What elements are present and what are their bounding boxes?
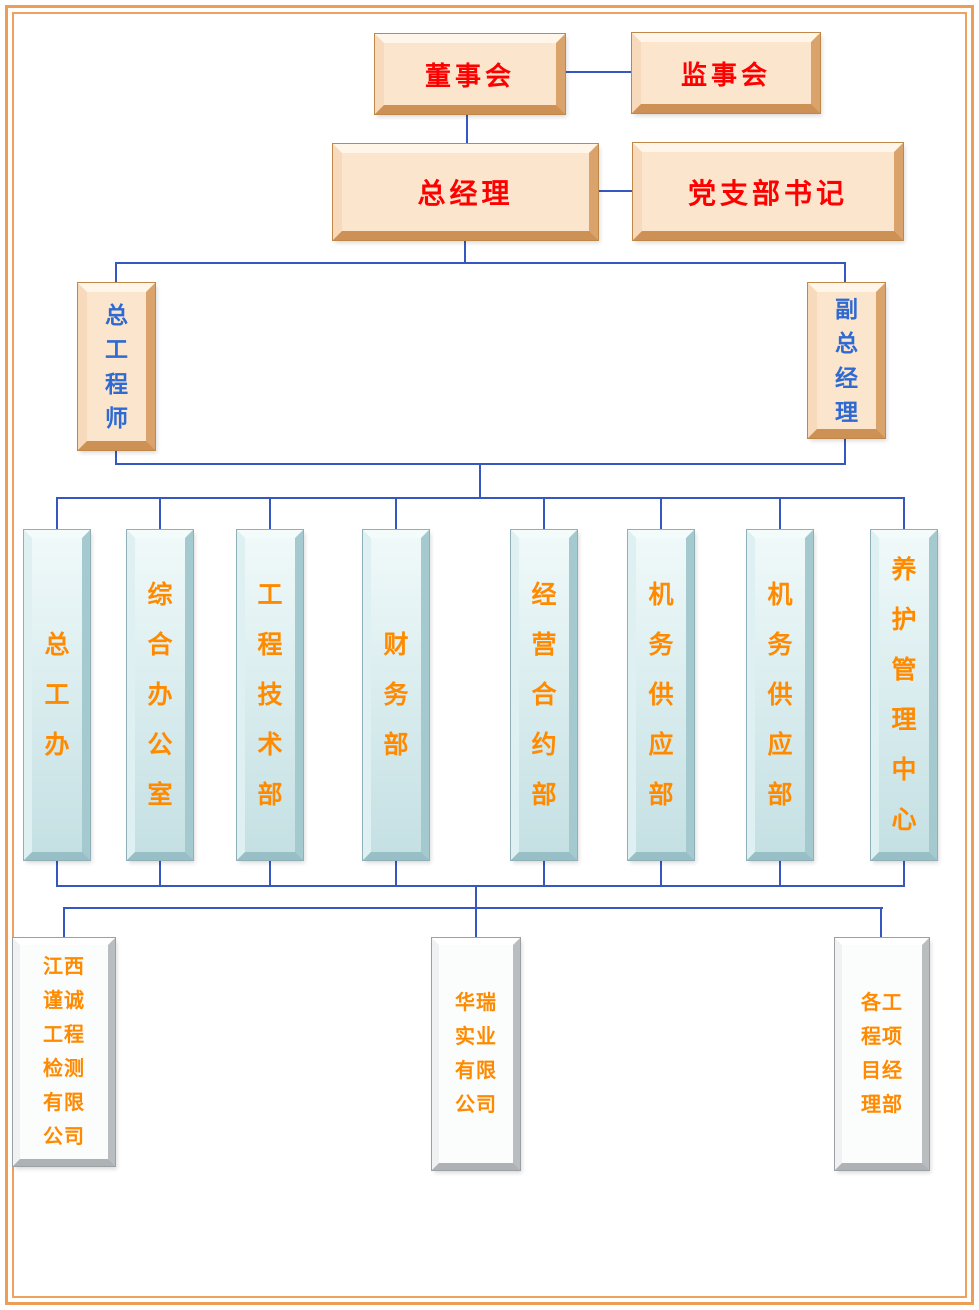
connector-line: [903, 860, 905, 887]
connector-line: [779, 497, 781, 531]
node-subsidiary-testing-company: 江西谨诚工程检测有限公司: [13, 938, 115, 1166]
connector-line: [598, 190, 633, 192]
department-label: 经营合约部: [531, 581, 557, 809]
connector-line: [660, 497, 662, 531]
node-department-maintenance-management-center: 养护管理中心: [871, 530, 937, 860]
connector-line: [844, 438, 846, 465]
connector-line: [565, 71, 632, 73]
connector-line: [56, 497, 905, 499]
node-subsidiary-huarui-industrial: 华瑞实业有限公司: [432, 938, 520, 1170]
node-department-general-office: 综合办公室: [127, 530, 193, 860]
node-department-finance: 财务部: [363, 530, 429, 860]
connector-line: [395, 497, 397, 531]
node-general-manager: 总经理: [333, 144, 598, 240]
connector-line: [63, 907, 65, 939]
connector-line: [395, 860, 397, 887]
connector-line: [56, 860, 58, 887]
connector-line: [844, 262, 846, 284]
connector-line: [269, 497, 271, 531]
connector-line: [475, 907, 477, 939]
node-chief-engineer: 总工程师: [78, 283, 155, 450]
department-label: 财务部: [383, 631, 409, 759]
department-label: 总工办: [44, 631, 70, 759]
connector-line: [543, 497, 545, 531]
connector-line: [115, 262, 846, 264]
subsidiary-label: 华瑞实业有限公司: [455, 992, 497, 1116]
connector-line: [115, 262, 117, 284]
connector-line: [779, 860, 781, 887]
connector-line: [115, 450, 117, 465]
node-party-branch-secretary-label: 党支部书记: [687, 177, 848, 209]
node-deputy-general-manager-label: 副总经理: [834, 295, 858, 426]
connector-line: [479, 463, 481, 499]
node-supervisory-board: 监事会: [632, 33, 820, 113]
node-department-business-contract: 经营合约部: [511, 530, 577, 860]
node-board-of-directors-label: 董事会: [424, 60, 515, 91]
connector-line: [464, 240, 466, 264]
node-chief-engineer-label: 总工程师: [104, 301, 128, 432]
node-board-of-directors: 董事会: [375, 34, 565, 114]
connector-line: [543, 860, 545, 887]
node-party-branch-secretary: 党支部书记: [633, 143, 903, 240]
connector-line: [56, 885, 905, 887]
node-department-machinery-supply-1: 机务供应部: [628, 530, 694, 860]
connector-line: [475, 885, 477, 909]
connector-line: [660, 860, 662, 887]
subsidiary-label: 江西谨诚工程检测有限公司: [43, 956, 85, 1148]
department-label: 养护管理中心: [891, 556, 917, 834]
connector-line: [159, 860, 161, 887]
subsidiary-label: 各工程项目经理部: [861, 992, 903, 1116]
connector-line: [880, 907, 882, 939]
node-department-chief-engineer-office: 总工办: [24, 530, 90, 860]
connector-line: [63, 907, 883, 909]
connector-line: [269, 860, 271, 887]
node-general-manager-label: 总经理: [417, 178, 514, 209]
connector-line: [903, 497, 905, 531]
department-label: 机务供应部: [648, 581, 674, 809]
node-department-engineering-technology: 工程技术部: [237, 530, 303, 860]
node-deputy-general-manager: 副总经理: [808, 283, 885, 438]
department-label: 工程技术部: [257, 581, 283, 809]
department-label: 机务供应部: [767, 581, 793, 809]
node-supervisory-board-label: 监事会: [680, 59, 771, 90]
node-project-manager-departments: 各工程项目经理部: [835, 938, 929, 1170]
connector-line: [466, 114, 468, 145]
node-department-machinery-supply-2: 机务供应部: [747, 530, 813, 860]
connector-line: [159, 497, 161, 531]
connector-line: [56, 497, 58, 531]
department-label: 综合办公室: [147, 581, 173, 809]
